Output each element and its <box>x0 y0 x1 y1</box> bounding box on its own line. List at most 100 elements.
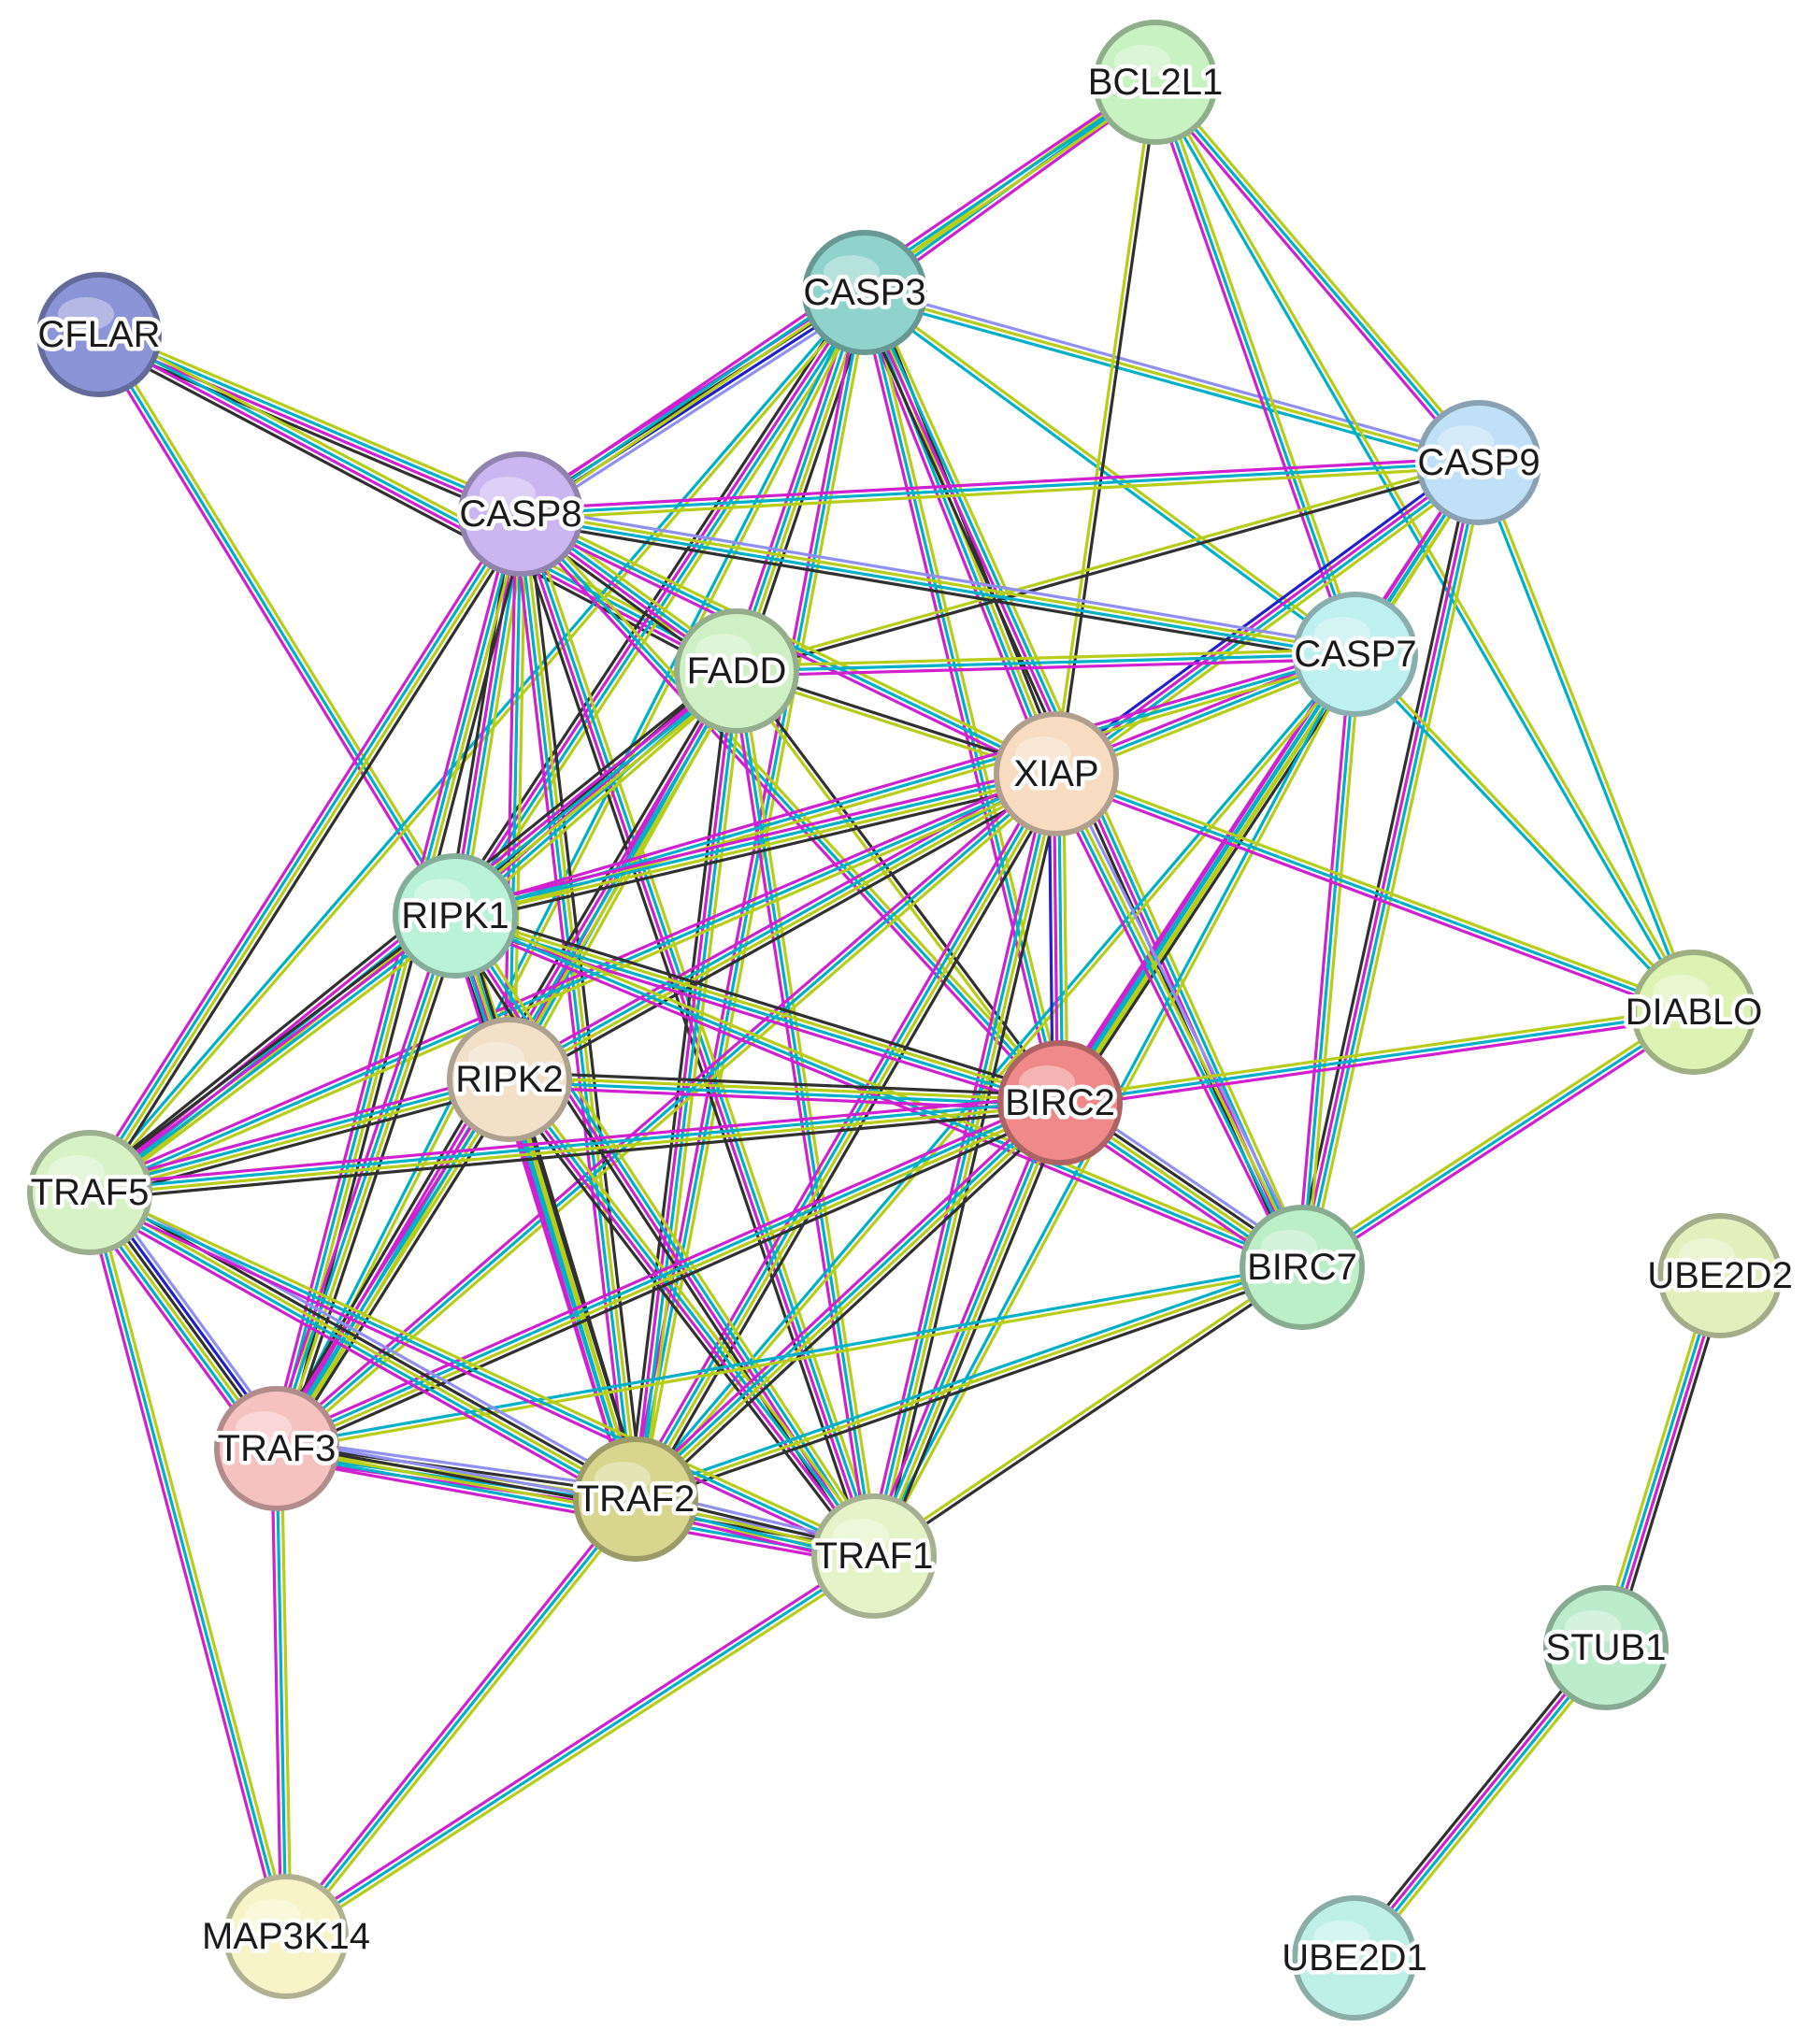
node-circle[interactable] <box>811 1493 937 1619</box>
node-casp8[interactable]: CASP8 <box>455 451 586 577</box>
node-circle[interactable] <box>1240 1205 1365 1330</box>
node-traf1[interactable]: TRAF1 <box>810 1493 938 1619</box>
edge-evidence-line <box>101 326 742 666</box>
edge-birc7-diablo <box>1297 1007 1698 1273</box>
edge-birc7-traf3 <box>274 1263 1305 1453</box>
node-circle[interactable] <box>994 711 1119 836</box>
node-circle[interactable] <box>573 1436 698 1562</box>
edge-evidence-line <box>1351 1644 1606 1958</box>
node-cflar[interactable]: CFLAR <box>34 272 165 397</box>
node-circle[interactable] <box>447 1017 572 1142</box>
node-circle[interactable] <box>997 1040 1123 1165</box>
node-bcl2l1[interactable]: BCL2L1 <box>1083 20 1227 145</box>
edge-evidence-line <box>451 648 1356 913</box>
edge-evidence-line <box>863 291 1481 464</box>
edge-casp9-fadd <box>734 458 1482 676</box>
node-circle[interactable] <box>214 1386 339 1511</box>
node-ripk1[interactable]: RIPK1 <box>393 853 518 979</box>
node-birc2[interactable]: BIRC2 <box>997 1040 1123 1165</box>
node-highlight <box>1679 1238 1735 1272</box>
node-circle[interactable] <box>1631 950 1756 1075</box>
node-circle[interactable] <box>1293 592 1418 717</box>
node-diablo[interactable]: DIABLO <box>1621 950 1767 1075</box>
edge-evidence-line <box>93 516 529 1198</box>
edge-evidence-line <box>519 512 1062 1105</box>
edge-evidence-line <box>452 916 1061 1107</box>
node-circle[interactable] <box>1543 1585 1669 1710</box>
node-circle[interactable] <box>1292 1895 1417 2021</box>
edge-evidence-line <box>525 509 882 1556</box>
node-label: CASP9 <box>1417 442 1540 483</box>
node-highlight <box>824 255 880 289</box>
node-circle[interactable] <box>1416 400 1541 525</box>
node-ripk2[interactable]: RIPK2 <box>447 1017 572 1142</box>
node-circle[interactable] <box>36 272 162 397</box>
node-highlight <box>1019 1065 1075 1099</box>
edge-casp8-traf5 <box>81 508 529 1198</box>
edge-cflar-ripk1 <box>93 330 462 921</box>
node-ube2d2[interactable]: UBE2D2 <box>1643 1213 1797 1338</box>
edge-evidence-line <box>274 1099 1061 1449</box>
edge-evidence-line <box>96 335 738 675</box>
edge-evidence-line <box>1300 1010 1696 1269</box>
edge-evidence-line <box>459 910 882 1554</box>
node-circle[interactable] <box>1657 1213 1783 1338</box>
node-label: CASP3 <box>803 272 925 313</box>
edge-evidence-line <box>275 772 1058 1450</box>
node-circle[interactable] <box>223 1874 349 1999</box>
edge-evidence-line <box>1611 1276 1729 1651</box>
edge-evidence-line <box>87 1093 1061 1187</box>
node-circle[interactable] <box>458 451 583 577</box>
edge-evidence-line <box>272 1094 1059 1444</box>
node-traf5[interactable]: TRAF5 <box>26 1130 153 1255</box>
edge-evidence-line <box>874 772 1061 1559</box>
node-highlight <box>480 477 536 510</box>
node-ube2d1[interactable]: UBE2D1 <box>1278 1895 1431 2021</box>
edge-ripk2-birc2 <box>508 1070 1062 1112</box>
node-birc7[interactable]: BIRC7 <box>1240 1205 1365 1330</box>
node-highlight <box>58 297 114 331</box>
edge-evidence-line <box>83 908 452 1189</box>
edge-bcl2l1-casp9 <box>1150 78 1484 467</box>
edge-evidence-line <box>1150 83 1477 467</box>
node-circle[interactable] <box>1093 20 1218 145</box>
edge-evidence-line <box>86 767 1056 1190</box>
edge-birc2-traf2 <box>629 1095 1067 1507</box>
edge-evidence-line <box>455 907 1064 1098</box>
node-casp3[interactable]: CASP3 <box>799 230 930 355</box>
node-traf3[interactable]: TRAF3 <box>213 1386 340 1511</box>
node-circle[interactable] <box>802 230 927 355</box>
edge-evidence-line <box>281 916 464 1453</box>
node-xiap[interactable]: XIAP <box>994 711 1119 836</box>
node-traf2[interactable]: TRAF2 <box>572 1436 699 1562</box>
edge-evidence-line <box>1479 460 1698 1013</box>
edge-evidence-line <box>508 512 523 1081</box>
node-map3k14[interactable]: MAP3K14 <box>197 1874 375 1999</box>
edge-evidence-line <box>1157 78 1484 462</box>
edge-evidence-line <box>1606 1275 1725 1650</box>
edge-evidence-line <box>88 1191 638 1501</box>
node-circle[interactable] <box>674 608 799 734</box>
edge-evidence-line <box>632 1261 1302 1496</box>
node-casp7[interactable]: CASP7 <box>1290 592 1421 717</box>
node-casp9[interactable]: CASP9 <box>1413 400 1544 525</box>
edge-ripk1-birc2 <box>451 907 1064 1112</box>
node-stub1[interactable]: STUB1 <box>1541 1585 1670 1710</box>
edge-evidence-line <box>1059 466 1485 781</box>
edge-evidence-line <box>90 1084 513 1202</box>
edge-evidence-line <box>278 1107 1065 1457</box>
edge-evidence-line <box>97 333 457 918</box>
edge-casp3-casp7 <box>861 289 1359 658</box>
node-fadd[interactable]: FADD <box>674 608 799 734</box>
node-circle[interactable] <box>27 1130 152 1255</box>
node-label: BIRC7 <box>1247 1247 1357 1288</box>
edge-evidence-line <box>862 295 1480 469</box>
node-circle[interactable] <box>393 853 518 979</box>
edge-evidence-line <box>503 512 518 1081</box>
node-label: CASP8 <box>459 493 581 535</box>
edge-evidence-line <box>93 336 453 921</box>
edge-evidence-line <box>89 916 459 1196</box>
edge-evidence-line <box>519 456 1481 511</box>
